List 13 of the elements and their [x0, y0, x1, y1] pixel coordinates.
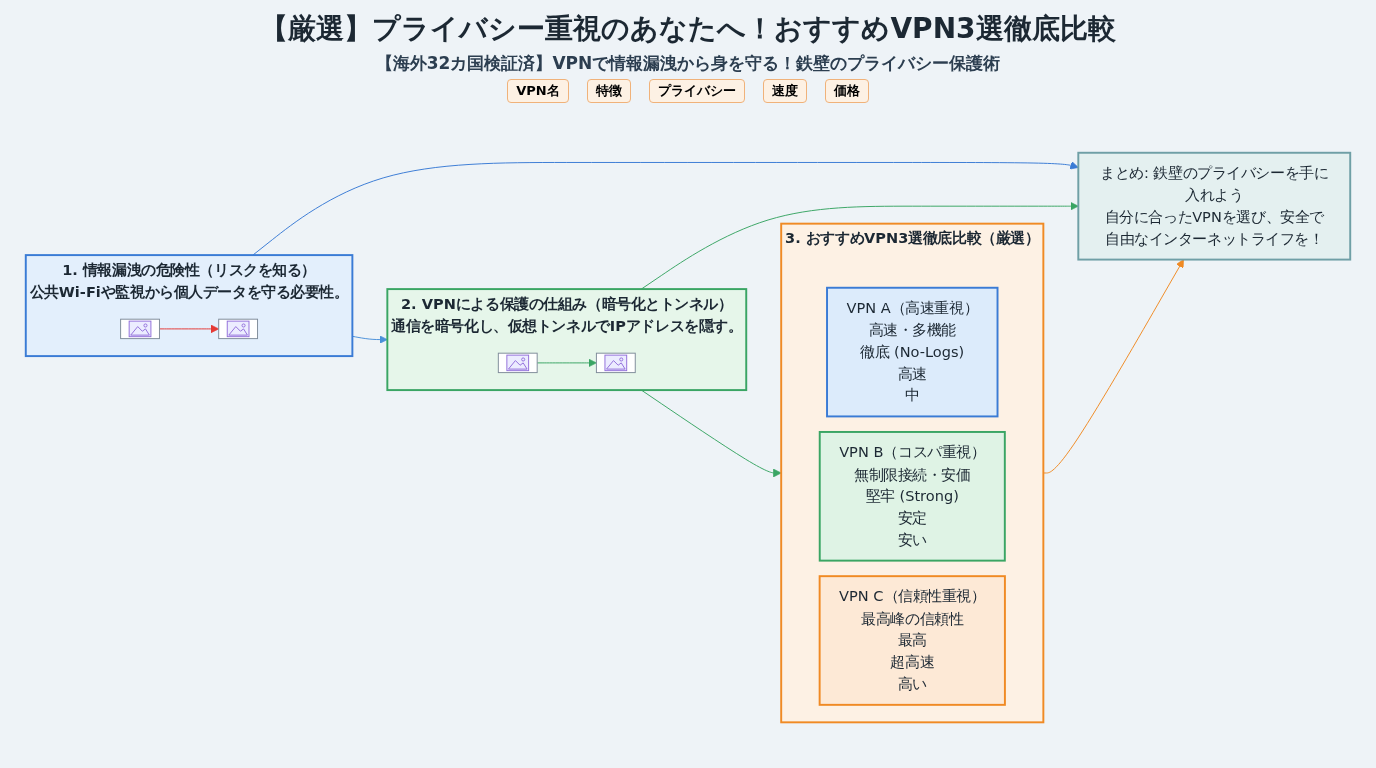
node-box: VPN B（コスパ重視） 無制限接続・安価 堅牢 (Strong) 安定 安い [818, 430, 1006, 562]
column-header: 特徴 [586, 79, 631, 103]
subtitle: 【海外32カ国検証済】VPNで情報漏洩から身を守る！鉄壁のプライバシー保護術 [375, 52, 1001, 75]
cluster: 2. VPNによる保護の仕組み（暗号化とトンネル） 通信を暗号化し、仮想トンネルでIPアドレスを隠す。 [386, 288, 748, 391]
column-header: プライバシー [648, 79, 745, 103]
node-box: まとめ: 鉄壁のプライバシーを手に入れよう 自分に合ったVPNを選び、安全で自由なインターネットライフを！ [1077, 151, 1352, 261]
title: 【厳選】プライバシー重視のあなたへ！おすすめVPN3選徹底比較 [260, 11, 1116, 47]
cluster: 1. 情報漏洩の危険性（リスクを知る） 公共Wi-Fiや監視から個人データを守る必要性。 [24, 254, 354, 358]
column-header: VPN名 [507, 79, 569, 103]
column-header: 価格 [824, 79, 869, 103]
node-box: VPN C（信頼性重視） 最高峰の信頼性 最高 超高速 高い [818, 575, 1006, 706]
column-header: 速度 [762, 79, 807, 103]
node-box: VPN A（高速重視） 高速・多機能 徹底 (No-Logs) 高速 中 [826, 286, 999, 418]
